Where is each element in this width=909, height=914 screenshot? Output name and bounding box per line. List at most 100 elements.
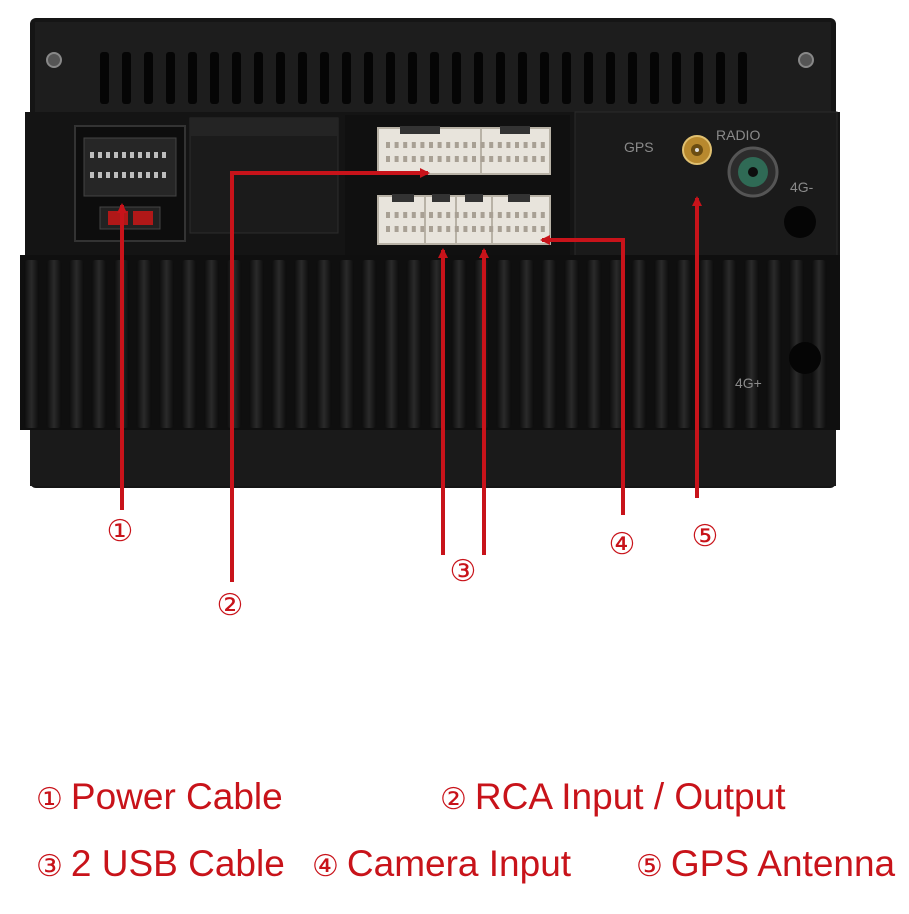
vent-slot bbox=[122, 52, 131, 104]
connector-pin bbox=[532, 212, 537, 218]
4g-port-hole-bottom bbox=[789, 342, 821, 374]
heatsink-fin bbox=[519, 260, 534, 428]
vent-slot bbox=[342, 52, 351, 104]
heatsink-fin bbox=[294, 260, 309, 428]
connector-pin bbox=[90, 152, 94, 158]
connector-pin bbox=[497, 226, 502, 232]
connector-pin bbox=[446, 142, 451, 148]
callout-2: ② bbox=[216, 588, 244, 623]
vent-slot bbox=[496, 52, 505, 104]
connector-pin bbox=[506, 212, 511, 218]
connector-pin bbox=[122, 172, 126, 178]
connector-pin bbox=[403, 156, 408, 162]
vent-slot bbox=[694, 52, 703, 104]
connector-pin bbox=[429, 226, 433, 232]
connector-pin bbox=[154, 172, 158, 178]
heatsink-fin bbox=[541, 260, 557, 428]
legend-label: RCA Input / Output bbox=[474, 776, 786, 817]
vent-slot bbox=[562, 52, 571, 104]
connector-pin bbox=[138, 172, 142, 178]
connector-pin bbox=[532, 226, 537, 232]
heatsink-fin bbox=[361, 260, 377, 428]
heatsink-fin bbox=[744, 260, 759, 428]
connector-pin bbox=[463, 212, 468, 218]
connector-pin bbox=[146, 172, 150, 178]
heatsink-fin bbox=[721, 260, 737, 428]
connector-pin bbox=[138, 152, 142, 158]
connector-pin bbox=[472, 142, 476, 148]
connector-pin bbox=[497, 156, 502, 162]
connector-pin bbox=[98, 152, 102, 158]
bottom-plate bbox=[30, 430, 836, 486]
heatsink-fin bbox=[339, 260, 354, 428]
vent-slot bbox=[386, 52, 395, 104]
heatsink-fin bbox=[271, 260, 287, 428]
connector-pin bbox=[497, 142, 502, 148]
connector-pin bbox=[480, 212, 485, 218]
connector-pin bbox=[114, 172, 118, 178]
connector-pin bbox=[429, 212, 433, 218]
vent-slot bbox=[232, 52, 241, 104]
connector-pin bbox=[523, 156, 528, 162]
connector-pin bbox=[523, 142, 528, 148]
connector-pin bbox=[523, 226, 528, 232]
connector-pin bbox=[463, 142, 468, 148]
connector-pin bbox=[403, 226, 408, 232]
connector-pin bbox=[437, 212, 442, 218]
heatsink-fin bbox=[496, 260, 512, 428]
4g-plus-label: 4G+ bbox=[735, 375, 762, 391]
connector-pin bbox=[463, 226, 468, 232]
connector-pin bbox=[515, 156, 519, 162]
heatsink-fin bbox=[249, 260, 264, 428]
radio-antenna-port bbox=[727, 146, 779, 198]
heatsink-fin bbox=[676, 260, 692, 428]
connector-pin bbox=[454, 226, 459, 232]
connector-pin bbox=[394, 212, 399, 218]
heatsink-fins bbox=[24, 260, 827, 428]
screw-top-right bbox=[798, 52, 814, 68]
connector-pin bbox=[506, 156, 511, 162]
4g-port-hole-top bbox=[784, 206, 816, 238]
heatsink-fin bbox=[159, 260, 174, 428]
callout-1: ① bbox=[106, 514, 134, 549]
connector-pin bbox=[540, 156, 545, 162]
connector-pin bbox=[394, 156, 399, 162]
connector-pin bbox=[114, 152, 118, 158]
connector-pin bbox=[394, 142, 399, 148]
connector-pin bbox=[480, 142, 485, 148]
connector-pin bbox=[429, 156, 433, 162]
connector-pin bbox=[411, 226, 416, 232]
vent-slot bbox=[188, 52, 197, 104]
connector-pin bbox=[130, 172, 134, 178]
connector-pin bbox=[515, 212, 519, 218]
connector-pin bbox=[429, 142, 433, 148]
callout-4: ④ bbox=[608, 527, 636, 562]
connector-pin bbox=[497, 212, 502, 218]
heatsink-fin bbox=[789, 260, 804, 428]
heatsink-fin bbox=[766, 260, 782, 428]
connector-pin bbox=[403, 212, 408, 218]
connector-pin bbox=[489, 226, 494, 232]
connector-pin bbox=[106, 152, 110, 158]
connector-pin bbox=[532, 156, 537, 162]
heatsink-fin bbox=[181, 260, 197, 428]
gps-antenna-port bbox=[682, 135, 712, 165]
connector-pin bbox=[454, 156, 459, 162]
vent-slot bbox=[606, 52, 615, 104]
connector-pin bbox=[515, 226, 519, 232]
connector-pin bbox=[386, 226, 390, 232]
legend-symbol: ① bbox=[36, 782, 63, 817]
connector-pin bbox=[420, 226, 425, 232]
vent-slot bbox=[518, 52, 527, 104]
pointer-rca bbox=[230, 168, 430, 582]
connector-pin bbox=[394, 226, 399, 232]
vent-slot bbox=[452, 52, 461, 104]
legend-symbol: ④ bbox=[312, 849, 339, 884]
connector-pin bbox=[540, 226, 545, 232]
connector-pin bbox=[463, 156, 468, 162]
vent-slot bbox=[738, 52, 747, 104]
